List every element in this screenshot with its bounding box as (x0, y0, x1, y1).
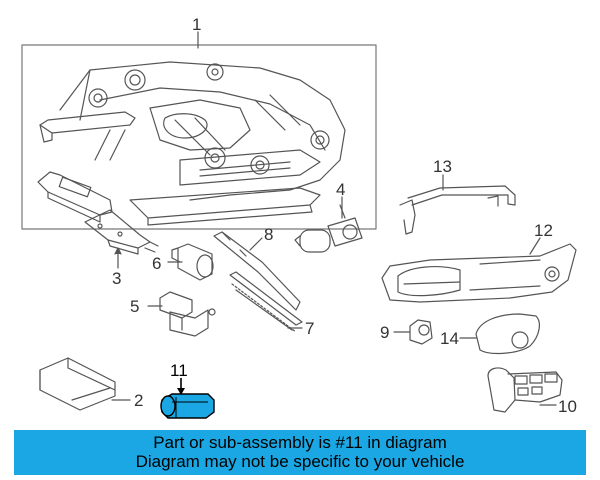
part-1-frame-box (21, 44, 377, 230)
callout-4: 4 (336, 180, 345, 199)
callout-13: 13 (433, 157, 452, 176)
callout-3: 3 (112, 269, 121, 288)
part-7-rail[interactable] (229, 271, 303, 333)
info-banner: Part or sub-assembly is #11 in diagram D… (14, 430, 586, 475)
parts-diagram: 1 2 3 4 5 6 7 8 9 10 11 12 13 14 (21, 15, 577, 419)
callout-8: 8 (264, 225, 273, 244)
part-14-cover[interactable] (475, 313, 540, 355)
callout-6: 6 (152, 254, 161, 273)
part-5-motor[interactable] (159, 291, 216, 337)
part-9-knob[interactable] (409, 319, 433, 345)
part-1-seat-adjuster[interactable] (39, 61, 346, 226)
callout-10: 10 (558, 397, 577, 416)
banner-line-2: Diagram may not be specific to your vehi… (135, 452, 465, 471)
banner-line-1: Part or sub-assembly is #11 in diagram (153, 433, 447, 452)
callout-12: 12 (534, 221, 553, 240)
callout-8-leader (249, 237, 263, 251)
callout-12-leader (529, 237, 541, 255)
part-8-bracket[interactable] (213, 231, 301, 311)
callout-14: 14 (440, 329, 459, 348)
part-6-motor[interactable] (171, 243, 214, 281)
callout-7: 7 (305, 319, 314, 338)
callout-11: 11 (170, 361, 188, 380)
callout-1: 1 (192, 15, 201, 34)
callout-5: 5 (130, 297, 139, 316)
part-3-bracket[interactable] (37, 171, 159, 255)
part-13-rod[interactable] (399, 185, 516, 235)
part-10-switch-panel[interactable] (487, 367, 563, 413)
callout-9: 9 (380, 323, 389, 342)
part-2-module[interactable] (39, 357, 116, 411)
part-12-trim-panel[interactable] (381, 243, 577, 303)
callout-2: 2 (134, 391, 143, 410)
part-11-highlighted[interactable] (160, 378, 215, 419)
